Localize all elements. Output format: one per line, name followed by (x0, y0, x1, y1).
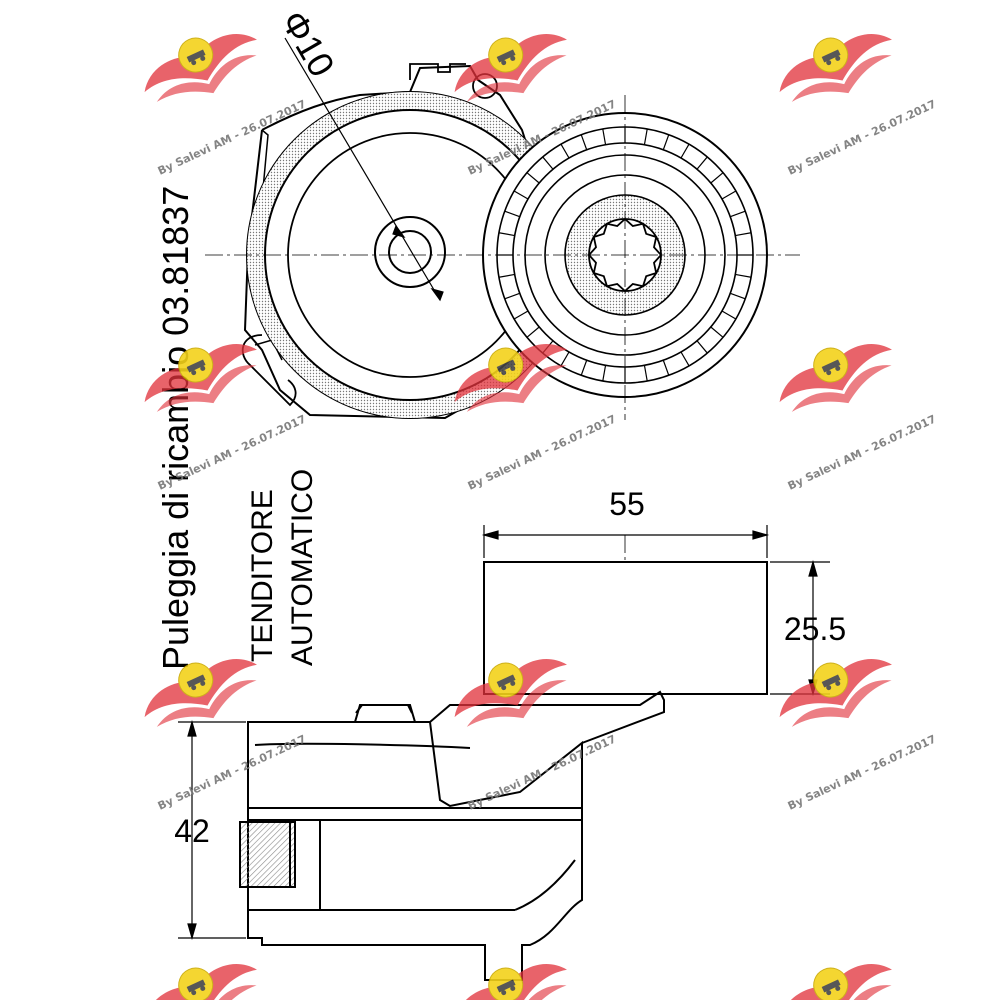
total-height-label: 42 (174, 813, 210, 849)
pulley-roller-mark (580, 360, 588, 376)
watermark-logo (766, 322, 906, 430)
pulley-roller-mark (602, 128, 607, 145)
part-title: Puleggia di ricambio 03.81837 (155, 186, 196, 670)
pulley-roller-mark (560, 351, 570, 367)
watermark-text: By Salevi AM - 26.07.2017 (786, 732, 938, 812)
pulley-roller-mark (498, 273, 515, 278)
pulley-roller-mark (730, 292, 746, 300)
pulley-roller-mark (721, 190, 737, 200)
pulley-roller-mark (680, 143, 690, 159)
pulley-roller-mark (504, 292, 520, 300)
pulley-roller-mark (560, 143, 570, 159)
pulley-roller-mark (504, 210, 520, 218)
pulley-roller-mark (730, 210, 746, 218)
pulley-roller-mark (513, 310, 529, 320)
pulley-roller-mark (526, 326, 540, 338)
tensioner-side-view (239, 690, 665, 981)
pulley-roller-mark (498, 232, 515, 237)
pulley-roller-mark (735, 232, 752, 237)
pulley-roller-mark (710, 172, 724, 184)
pulley-roller-mark (735, 273, 752, 278)
watermark-logo (131, 322, 271, 430)
pulley-roller-mark (680, 351, 690, 367)
pulley-roller-mark (542, 156, 554, 170)
pulley-roller-mark (513, 190, 529, 200)
pulley-roller-mark (696, 156, 708, 170)
watermark-text: By Salevi AM - 26.07.2017 (786, 412, 938, 492)
width-label: 55 (609, 486, 645, 522)
pulley-roller-mark (662, 360, 670, 376)
pulley-roller-mark (526, 172, 540, 184)
pulley-roller-mark (696, 340, 708, 354)
diameter-label: Φ10 (273, 4, 343, 84)
total-height-dimension (178, 719, 246, 941)
pulley-roller-mark (602, 365, 607, 382)
width-dimension (481, 525, 770, 558)
watermark-logo (131, 12, 271, 120)
pulley-roller-mark (580, 134, 588, 150)
pulley-roller-mark (643, 128, 648, 145)
watermark-logo (766, 637, 906, 745)
pulley-roller-mark (643, 365, 648, 382)
part-type-line2: AUTOMATICO (286, 469, 319, 666)
pulley-roller-mark (710, 326, 724, 338)
watermark-logo (131, 942, 271, 1000)
diameter-leader (284, 37, 444, 302)
watermark-logo (766, 12, 906, 120)
watermark-text: By Salevi AM - 26.07.2017 (466, 412, 618, 492)
pulley-roller-mark (721, 310, 737, 320)
pulley-roller-mark (662, 134, 670, 150)
watermark-text: By Salevi AM - 26.07.2017 (786, 97, 938, 177)
watermark-logo (766, 942, 906, 1000)
part-type-line1: TENDITORE (246, 489, 279, 662)
pulley-height-label: 25.5 (784, 611, 846, 647)
